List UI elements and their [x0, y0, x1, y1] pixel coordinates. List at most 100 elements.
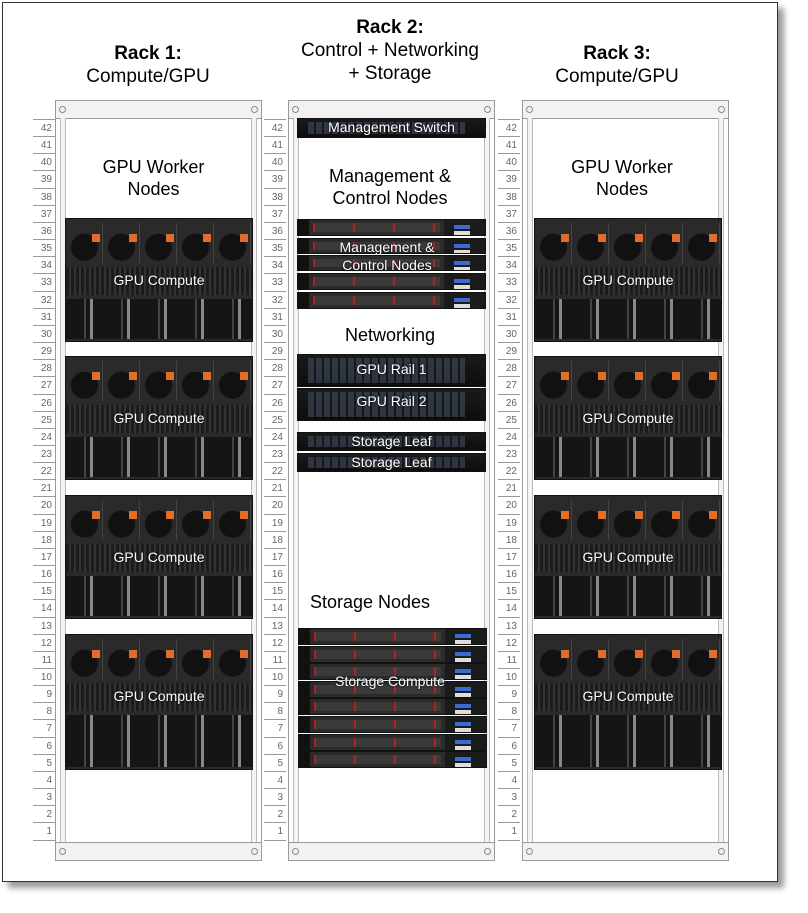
- gpu-bay: [535, 405, 721, 433]
- rack-unit-number: 37: [498, 206, 520, 223]
- rack-unit-number: 14: [498, 600, 520, 618]
- release-tab-icon: [166, 372, 174, 380]
- rack-unit-number: 13: [498, 618, 520, 635]
- rack-unit-number: 17: [33, 549, 55, 567]
- control-node[interactable]: [297, 238, 486, 254]
- gpu-compute-server[interactable]: GPU Compute: [65, 356, 253, 480]
- gpu-compute-server[interactable]: GPU Compute: [65, 634, 253, 770]
- heading-line: GPU Worker: [102, 157, 205, 177]
- rack-unit-number: 16: [33, 566, 55, 584]
- gpu-compute-server[interactable]: GPU Compute: [534, 634, 722, 770]
- fan-icon: [140, 639, 177, 679]
- rack-unit-number: 28: [33, 360, 55, 378]
- gpu-compute-server[interactable]: GPU Compute: [65, 218, 253, 342]
- rack-unit-number: 23: [33, 446, 55, 464]
- fan-icon: [140, 361, 177, 401]
- rack-unit-number: 35: [33, 240, 55, 258]
- rack-unit-number: 10: [33, 669, 55, 687]
- rack-1-title: Rack 1: Compute/GPU: [28, 42, 268, 88]
- storage-node[interactable]: [298, 698, 487, 716]
- rack-unit-number: 19: [33, 515, 55, 532]
- rack-unit-number: 2: [33, 806, 55, 824]
- storage-node[interactable]: [298, 751, 487, 769]
- rack-unit-number: 8: [33, 703, 55, 721]
- rack-unit-number: 10: [498, 669, 520, 687]
- rack-unit-number: 11: [264, 652, 286, 669]
- rack-unit-number: 31: [33, 309, 55, 326]
- fan-icon: [214, 361, 251, 401]
- drive-bay: [535, 715, 721, 767]
- storage-leaf-switch-2[interactable]: Storage Leaf: [297, 453, 486, 472]
- fan-icon: [177, 361, 214, 401]
- management-switch[interactable]: Management Switch: [297, 118, 486, 138]
- rack-unit-number: 1: [33, 823, 55, 841]
- release-tab-icon: [635, 372, 643, 380]
- gpu-rail-2-switch[interactable]: GPU Rail 2: [297, 388, 486, 421]
- fan-icon: [103, 500, 140, 540]
- rack-unit-number: 31: [264, 309, 286, 326]
- gpu-rail-1-switch[interactable]: GPU Rail 1: [297, 354, 486, 387]
- release-tab-icon: [598, 511, 606, 519]
- release-tab-icon: [203, 234, 211, 242]
- rack-unit-number: 29: [33, 343, 55, 361]
- heading-line: Management &: [328, 166, 452, 186]
- storage-node[interactable]: [298, 645, 487, 663]
- release-tab-icon: [672, 234, 680, 242]
- rack-unit-number: 18: [33, 532, 55, 549]
- rack-2-role-line1: Control + Networking: [301, 40, 479, 61]
- gpu-compute-server[interactable]: GPU Compute: [534, 356, 722, 480]
- release-tab-icon: [240, 511, 248, 519]
- rack-unit-number: 14: [264, 600, 286, 618]
- device-label: GPU Rail 2: [356, 393, 427, 409]
- fan-icon: [683, 361, 720, 401]
- storage-node[interactable]: [298, 680, 487, 698]
- storage-node[interactable]: [298, 663, 487, 681]
- rack-unit-number: 17: [264, 549, 286, 567]
- rack-unit-number: 34: [498, 257, 520, 275]
- rack-unit-number: 12: [264, 635, 286, 652]
- rack-unit-number: 21: [498, 480, 520, 498]
- rack-unit-number: 30: [498, 326, 520, 344]
- control-node[interactable]: [297, 273, 486, 290]
- rack-1-role: Compute/GPU: [86, 66, 210, 87]
- gpu-compute-server[interactable]: GPU Compute: [534, 218, 722, 342]
- gpu-bay: [66, 683, 252, 711]
- release-tab-icon: [92, 511, 100, 519]
- rack-unit-number: 2: [264, 806, 286, 824]
- rack-unit-number: 26: [264, 395, 286, 412]
- rack-unit-number: 38: [498, 189, 520, 206]
- rack-unit-number: 18: [498, 532, 520, 549]
- rack-2-title: Rack 2: Control + Networking + Storage: [270, 16, 510, 85]
- fan-icon: [572, 639, 609, 679]
- rack-unit-number: 34: [33, 257, 55, 275]
- rack-unit-number: 29: [264, 343, 286, 361]
- storage-leaf-switch-1[interactable]: Storage Leaf: [297, 432, 486, 451]
- rack-unit-number: 40: [33, 154, 55, 172]
- rack-unit-number: 9: [264, 686, 286, 704]
- gpu-compute-server[interactable]: GPU Compute: [65, 495, 253, 619]
- rack-1-gpu-worker-heading: GPU Worker Nodes: [55, 156, 252, 200]
- control-node[interactable]: [297, 292, 486, 309]
- rack-unit-number: 42: [33, 119, 55, 138]
- device-label: Management Switch: [328, 119, 455, 135]
- rack-unit-number: 41: [498, 137, 520, 155]
- gpu-compute-server[interactable]: GPU Compute: [534, 495, 722, 619]
- storage-node[interactable]: [298, 716, 487, 733]
- drive-bay: [66, 576, 252, 616]
- storage-node[interactable]: [298, 628, 487, 645]
- storage-node[interactable]: [298, 733, 487, 751]
- heading-line: Nodes: [595, 179, 649, 199]
- device-label: GPU Compute: [113, 410, 205, 426]
- rack-unit-number: 22: [264, 463, 286, 481]
- rack-unit-number: 19: [498, 515, 520, 532]
- rack-1: [55, 100, 262, 862]
- release-tab-icon: [672, 650, 680, 658]
- rack-rails: [522, 118, 729, 842]
- release-tab-icon: [598, 372, 606, 380]
- release-tab-icon: [92, 234, 100, 242]
- release-tab-icon: [166, 650, 174, 658]
- control-node[interactable]: [297, 255, 486, 271]
- rack-1-name: Rack 1:: [114, 43, 182, 64]
- control-node[interactable]: [297, 219, 486, 236]
